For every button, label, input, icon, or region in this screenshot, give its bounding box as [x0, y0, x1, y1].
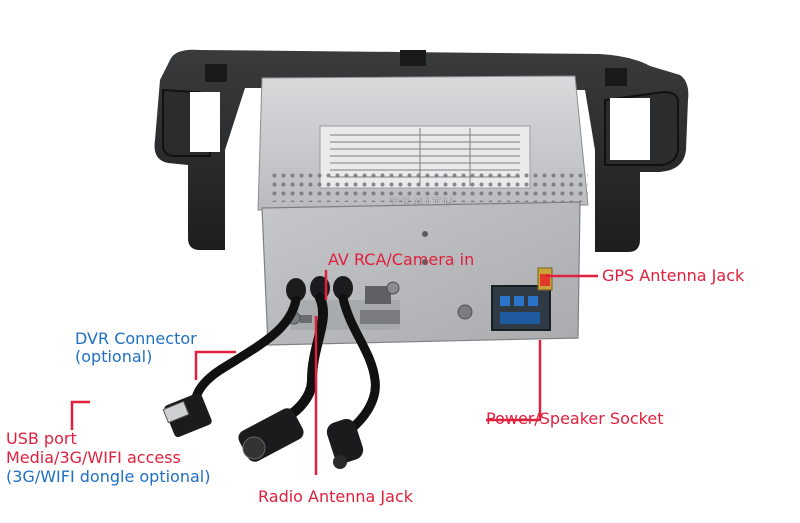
label-usb-port: USB port	[6, 429, 77, 448]
usb-plug	[162, 392, 212, 438]
label-usb-media-access: Media/3G/WIFI access	[6, 448, 181, 467]
cables	[190, 293, 380, 435]
power-speaker-socket	[491, 285, 551, 331]
radio-antenna-plug	[326, 418, 364, 469]
label-radio-antenna-jack: Radio Antenna Jack	[258, 487, 414, 506]
label-usb-dongle-optional: (3G/WIFI dongle optional)	[6, 467, 211, 486]
label-dvr-optional: (optional)	[75, 347, 153, 366]
din-plug	[238, 408, 304, 462]
callout-leaders	[70, 270, 598, 475]
chassis-top: ZENITH	[257, 75, 589, 212]
label-dvr-connector: DVR Connector	[75, 329, 197, 348]
label-av-rca-camera-in: AV RCA/Camera in	[328, 250, 475, 269]
mounting-bezel	[154, 49, 689, 252]
gps-antenna-jack	[537, 267, 553, 291]
label-gps-antenna-jack: GPS Antenna Jack	[602, 266, 745, 285]
label-power-speaker-socket: Power/Speaker Socket	[486, 409, 664, 428]
